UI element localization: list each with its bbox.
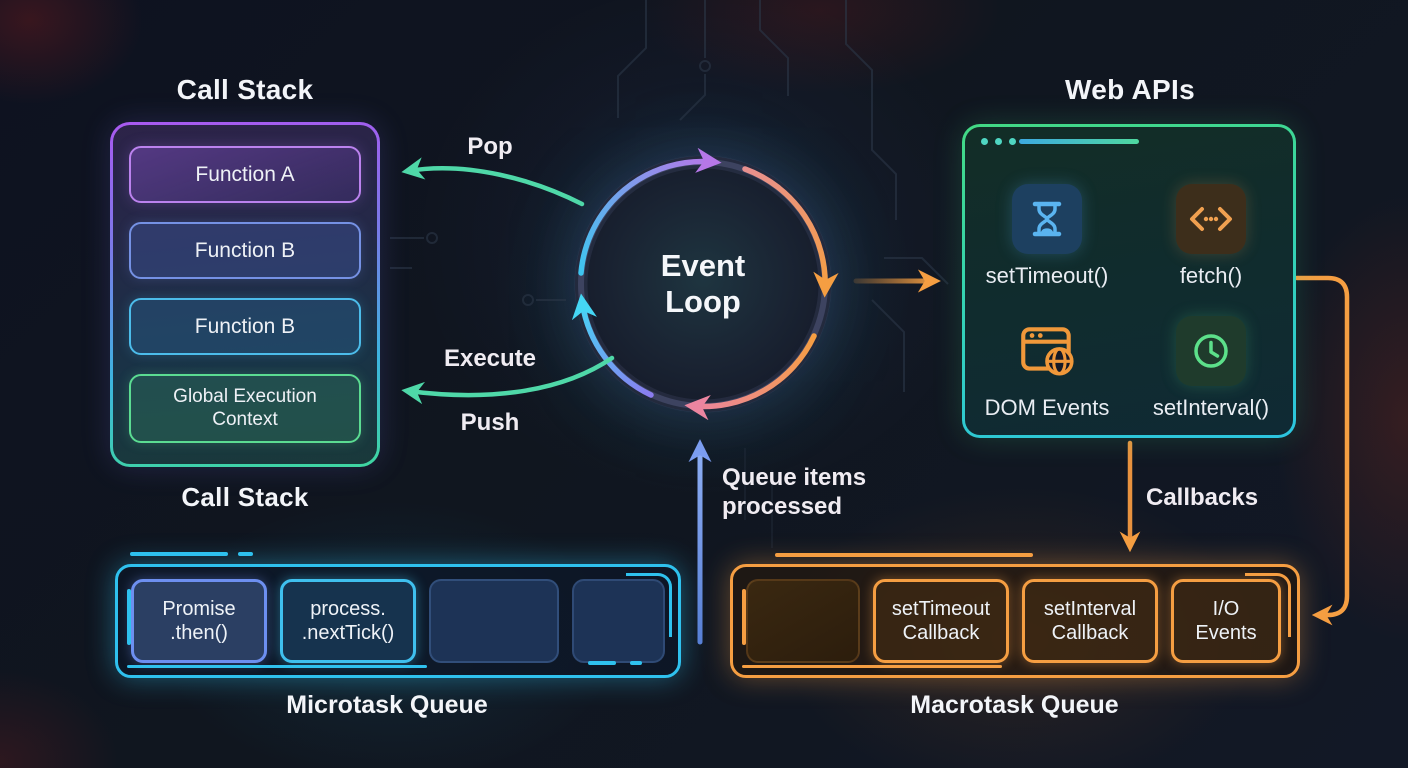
macrotask-item-setinterval-callback: setInterval Callback <box>1022 579 1158 663</box>
microtask-inner-bracket <box>626 573 672 637</box>
microtask-queue-label: Microtask Queue <box>286 691 488 719</box>
microtask-top-dash <box>238 552 253 556</box>
stack-frame-function-a: Function A <box>129 146 361 204</box>
macrotask-inner-bracket <box>1245 573 1291 637</box>
web-api-setinterval: setInterval() <box>1129 289 1293 421</box>
microtask-inner-line <box>127 589 131 645</box>
macrotask-queue-box: setTimeout Callback setInterval Callback… <box>730 564 1300 678</box>
window-dot-icon <box>1009 138 1016 145</box>
microtask-bottom-dash <box>588 661 616 665</box>
code-brackets-icon <box>1176 184 1246 254</box>
macrotask-item-settimeout-callback: setTimeout Callback <box>873 579 1009 663</box>
microtask-item-empty <box>429 579 559 663</box>
setinterval-label: setInterval() <box>1152 395 1270 420</box>
microtask-item-empty <box>572 579 665 663</box>
event-loop-title: Event Loop <box>660 248 746 319</box>
fetch-label: fetch() <box>1179 263 1243 288</box>
hourglass-icon <box>1012 184 1082 254</box>
macrotask-item-io-events: I/O Events <box>1171 579 1281 663</box>
macrotask-item-empty <box>746 579 860 663</box>
browser-globe-icon <box>1012 316 1082 386</box>
call-stack-title: Call Stack <box>176 74 314 105</box>
microtask-queue-box: Promise .then() process. .nextTick() <box>115 564 681 678</box>
web-api-settimeout: setTimeout() <box>965 157 1129 289</box>
macrotask-inner-line <box>742 589 746 645</box>
call-stack-caption: Call Stack <box>181 482 309 512</box>
web-apis-title: Web APIs <box>1065 74 1195 105</box>
microtask-inner-line <box>127 664 427 668</box>
macrotask-inner-line <box>742 664 1002 668</box>
web-apis-box: setTimeout() fetch() <box>962 124 1296 438</box>
microtask-item-process-nexttick: process. .nextTick() <box>280 579 416 663</box>
execute-label: Execute <box>443 345 537 372</box>
window-dot-icon <box>995 138 1002 145</box>
clock-icon <box>1176 316 1246 386</box>
window-dot-icon <box>981 138 988 145</box>
web-api-dom-events: DOM Events <box>965 289 1129 421</box>
pop-label: Pop <box>467 133 513 160</box>
macrotask-top-line <box>775 553 1033 557</box>
call-stack-box: Function A Function B Function B Global … <box>110 122 380 467</box>
dom-events-label: DOM Events <box>984 395 1110 420</box>
web-api-grid: setTimeout() fetch() <box>965 157 1293 421</box>
stack-frame-function-b1: Function B <box>129 222 361 280</box>
stack-frame-function-b2: Function B <box>129 298 361 356</box>
settimeout-label: setTimeout() <box>985 263 1109 288</box>
web-api-fetch: fetch() <box>1129 157 1293 289</box>
microtask-bottom-dash <box>630 661 642 665</box>
push-label: Push <box>460 409 520 436</box>
stack-frame-global-execution-context: Global Execution Context <box>129 374 361 444</box>
callbacks-label: Callbacks <box>1146 484 1259 511</box>
queue-items-processed-label: Queue items processed <box>722 464 867 520</box>
window-address-bar <box>1019 139 1139 144</box>
microtask-top-line <box>130 552 228 556</box>
macrotask-queue-label: Macrotask Queue <box>910 691 1119 719</box>
microtask-item-promise-then: Promise .then() <box>131 579 267 663</box>
